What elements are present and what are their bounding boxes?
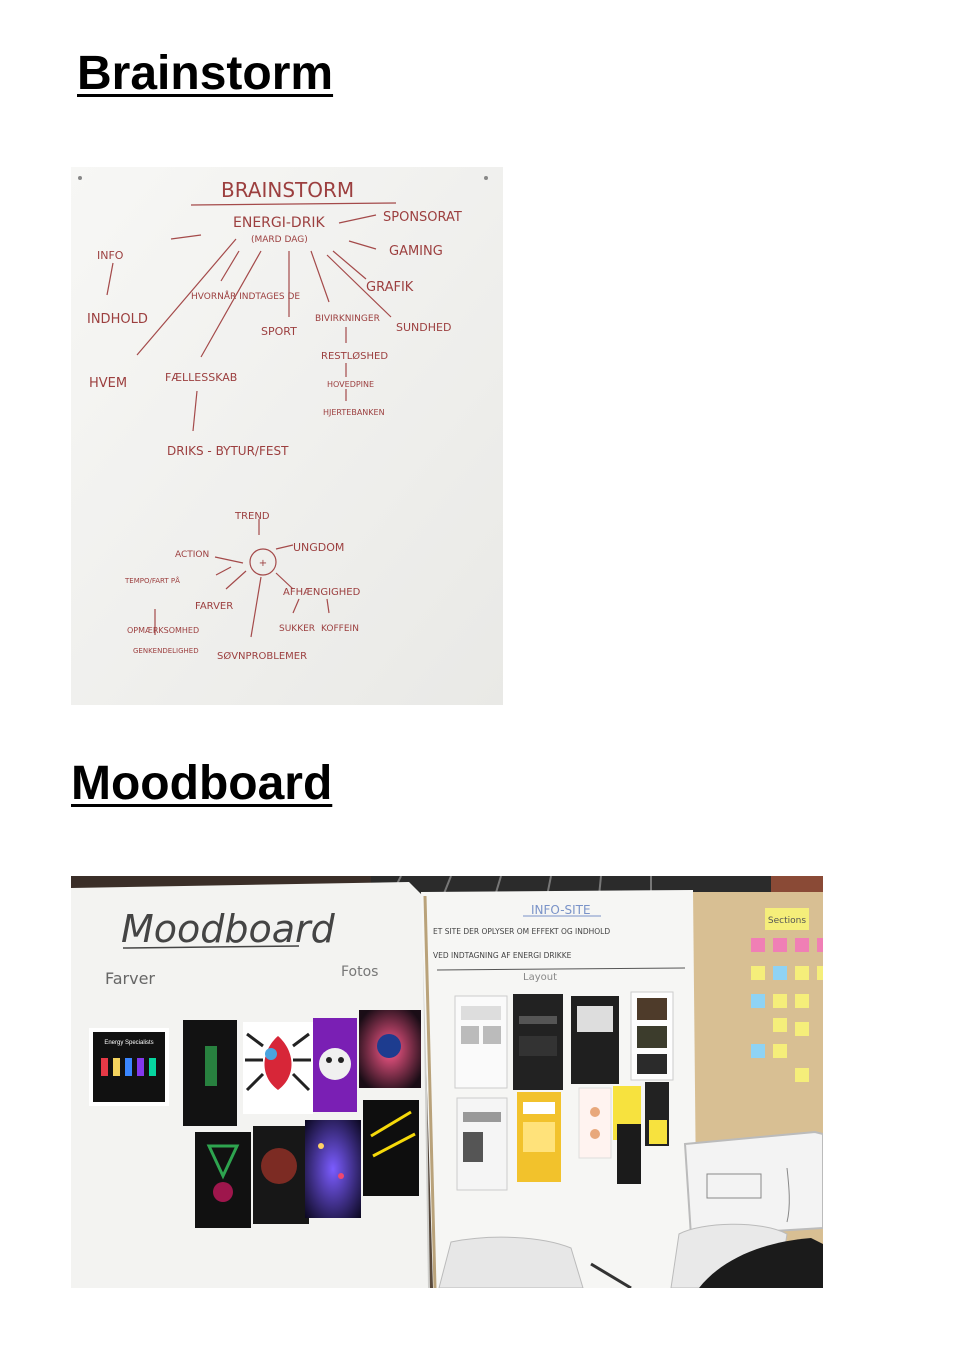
node-hvem: HVEM <box>89 376 127 391</box>
svg-text:+: + <box>259 558 267 569</box>
node-trend: TREND <box>234 511 270 522</box>
node-gaming: GAMING <box>389 244 443 259</box>
node-grafik: GRAFIK <box>366 280 414 295</box>
node-farver: FARVER <box>195 601 233 612</box>
spider-artwork <box>243 1022 313 1114</box>
moodboard-board-title: Moodboard <box>121 907 336 951</box>
node-action: ACTION <box>175 550 209 560</box>
node-hovedpine: HOVEDPINE <box>327 380 374 389</box>
layout-printouts <box>454 991 674 1191</box>
poster-caption: Energy Specialists <box>104 1040 153 1046</box>
node-opmaerksomhed: OPMÆRKSOMHED <box>127 626 199 635</box>
node-bivirkninger: BIVIRKNINGER <box>315 314 380 324</box>
node-info: INFO <box>97 249 124 262</box>
brainstorm-flipchart-illustration: + BRAINSTORM ENERGI-DRIK (MARD DAG) SPON… <box>71 167 503 705</box>
moodboard-wall-illustration: Moodboard Farver Fotos Energy Specialist… <box>71 876 823 1288</box>
info-site-line1: ET SITE DER OPLYSER OM EFFEKT OG INDHOLD <box>433 927 610 936</box>
node-sundhed: SUNDHED <box>396 321 451 334</box>
sticky-title: Sections <box>768 916 806 926</box>
label-fotos: Fotos <box>341 964 378 980</box>
info-site-line2: VED INDTAGNING AF ENERGI DRIKKE <box>433 951 572 960</box>
node-soevnproblemer: SØVNPROBLEMER <box>217 650 307 662</box>
node-sponsorat: SPONSORAT <box>383 210 462 225</box>
flipchart-title: BRAINSTORM <box>221 178 354 202</box>
energy-specialists-poster: Energy Specialists <box>89 1028 169 1106</box>
brainstorm-heading: Brainstorm <box>77 47 334 100</box>
chairs <box>438 1223 823 1288</box>
node-hvornaar: HVORNÅR INDTAGES DE <box>191 290 300 302</box>
node-center-sub: (MARD DAG) <box>251 235 308 245</box>
node-indhold: INDHOLD <box>87 312 148 327</box>
layout-label: Layout <box>523 972 557 983</box>
node-tempo: TEMPO/FART PÅ <box>124 576 180 585</box>
node-sport: SPORT <box>261 325 297 338</box>
node-koffein: KOFFEIN <box>321 624 359 634</box>
node-genkendelighed: GENKENDELIGHED <box>133 647 199 655</box>
node-sukker: SUKKER <box>279 624 315 634</box>
sticky-notes: Sections <box>751 908 823 1082</box>
brainstorm-photo: + BRAINSTORM ENERGI-DRIK (MARD DAG) SPON… <box>71 167 503 705</box>
node-center: ENERGI-DRIK <box>233 215 326 231</box>
info-site-title: INFO-SITE <box>531 903 591 917</box>
node-hjertebanken: HJERTEBANKEN <box>323 408 385 417</box>
label-farver: Farver <box>105 969 155 988</box>
node-ungdom: UNGDOM <box>293 541 344 554</box>
moodboard-heading: Moodboard <box>71 757 333 810</box>
node-faellesskab: FÆLLESSKAB <box>165 371 237 384</box>
node-afhaengighed: AFHÆNGIGHED <box>283 587 361 598</box>
node-driks: DRIKS - BYTUR/FEST <box>167 444 289 458</box>
node-restloeshed: RESTLØSHED <box>321 350 388 362</box>
whiteboard <box>683 1130 823 1238</box>
moodboard-photo: Moodboard Farver Fotos Energy Specialist… <box>71 876 823 1288</box>
